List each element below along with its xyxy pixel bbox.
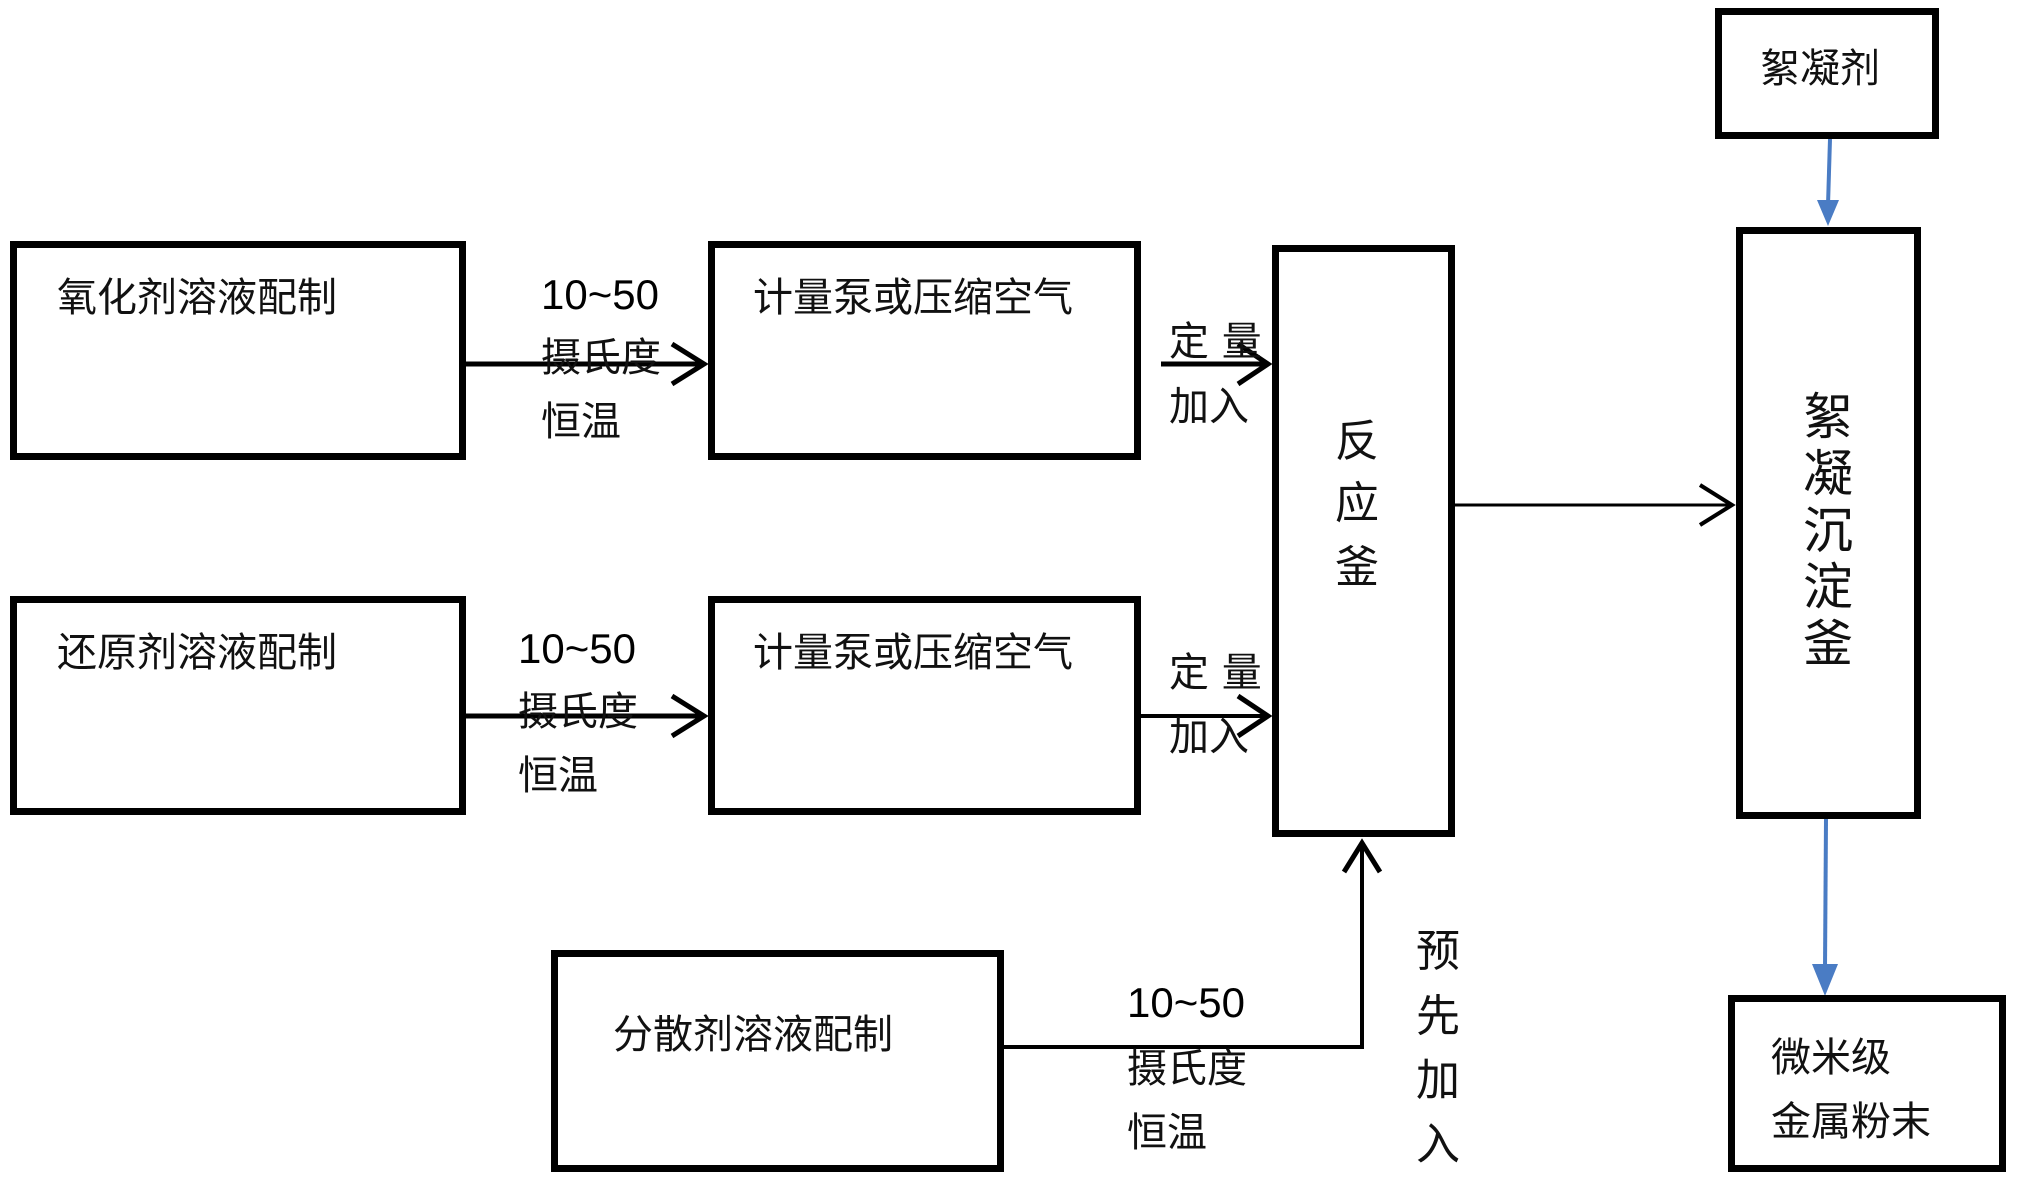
oxidizer-prep-box: 氧化剂溶液配制 (10, 241, 466, 460)
dose-label-1-line1: 定 量 (1169, 319, 1262, 365)
dispersant-temp-unit: 摄氏度 (1127, 1046, 1247, 1092)
dispersant-prep-label: 分散剂溶液配制 (613, 1012, 893, 1058)
pump-box-1: 计量泵或压缩空气 (708, 241, 1141, 460)
dispersant-temp-note: 恒温 (1127, 1110, 1207, 1156)
arrow-flocculant-to-tank (1817, 138, 1839, 226)
product-box: 微米级 金属粉末 (1728, 995, 2006, 1172)
pre-add-char: 预 (1416, 926, 1460, 977)
pre-add-char: 入 (1416, 1119, 1460, 1170)
oxidizer-temp-range: 10~50 (541, 271, 659, 318)
arrow-tank-to-product (1812, 818, 1838, 996)
reductant-prep-box: 还原剂溶液配制 (10, 596, 466, 815)
oxidizer-temp-note: 恒温 (541, 399, 621, 445)
reductant-prep-label: 还原剂溶液配制 (57, 630, 337, 676)
dose-label-2-line1: 定 量 (1169, 650, 1262, 696)
reactor-char: 应 (1335, 478, 1379, 529)
dispersant-prep-box: 分散剂溶液配制 (551, 950, 1004, 1172)
reactor-char: 反 (1335, 416, 1379, 467)
reductant-temp-unit: 摄氏度 (518, 689, 638, 735)
tank-char: 淀 (1803, 558, 1853, 616)
pre-add-char: 加 (1416, 1055, 1460, 1106)
tank-char: 凝 (1803, 445, 1853, 503)
pump-label-1: 计量泵或压缩空气 (753, 275, 1073, 321)
arrow-pump1-to-reactor (1161, 341, 1273, 387)
oxidizer-prep-label: 氧化剂溶液配制 (57, 275, 337, 321)
dose-label-1-line2: 加入 (1169, 384, 1249, 430)
flocculant-box: 絮凝剂 (1715, 8, 1939, 139)
product-label-line1: 微米级 (1771, 1035, 1891, 1081)
pre-add-char: 先 (1416, 991, 1460, 1042)
arrow-pump2-to-reactor (1141, 693, 1273, 739)
arrow-dispersant-to-reactor (1004, 838, 1383, 1049)
reductant-temp-note: 恒温 (518, 753, 598, 799)
pump-label-2: 计量泵或压缩空气 (753, 630, 1073, 676)
arrow-reductant-to-pump (466, 693, 709, 739)
flocculant-label: 絮凝剂 (1760, 46, 1880, 92)
reductant-temp-range: 10~50 (518, 625, 636, 672)
reactor-box: 反 应 釜 (1272, 245, 1455, 837)
tank-char: 釜 (1803, 615, 1853, 673)
arrow-oxidizer-to-pump (466, 341, 709, 387)
tank-char: 絮 (1803, 388, 1853, 446)
flocculation-tank-box: 絮 凝 沉 淀 釜 (1736, 227, 1921, 819)
product-label-line2: 金属粉末 (1771, 1099, 1931, 1145)
oxidizer-temp-unit: 摄氏度 (541, 335, 661, 381)
dose-label-2-line2: 加入 (1169, 714, 1249, 760)
pump-box-2: 计量泵或压缩空气 (708, 596, 1141, 815)
dispersant-temp-range: 10~50 (1127, 979, 1245, 1026)
tank-char: 沉 (1803, 502, 1853, 560)
reactor-char: 釜 (1335, 542, 1379, 593)
arrow-reactor-to-flocculation (1455, 483, 1736, 527)
